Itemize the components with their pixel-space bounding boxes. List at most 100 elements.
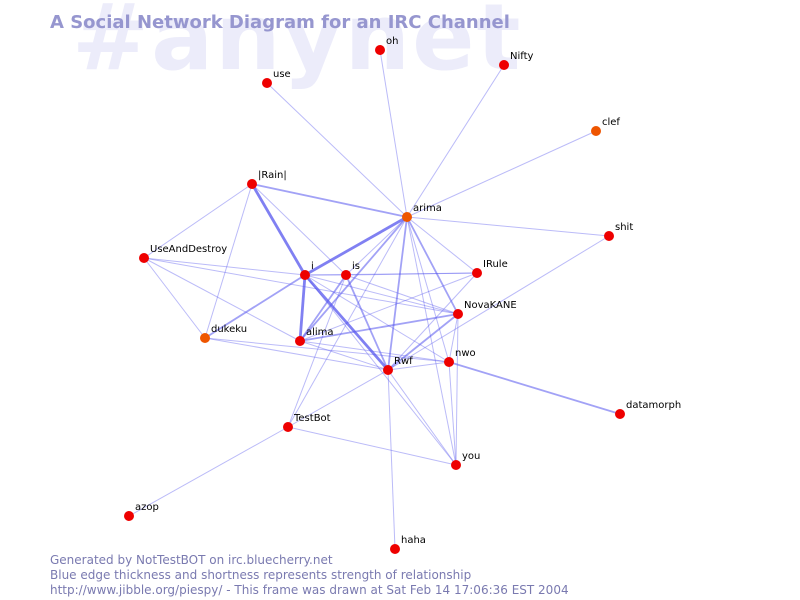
node-NovaKANE: NovaKANE xyxy=(453,300,517,319)
edge-alima-IRule xyxy=(299,272,478,342)
node-dot-alima xyxy=(295,336,305,346)
node-label-dukeku: dukeku xyxy=(211,324,247,335)
edge-arima-IRule xyxy=(406,216,478,274)
edge-TestBot-you xyxy=(287,426,457,466)
node-Rain: |Rain| xyxy=(247,170,287,189)
edge-is-alima xyxy=(299,274,347,342)
node-you: you xyxy=(451,451,480,470)
edge-IRule-Rwf xyxy=(387,272,478,371)
node-Nifty: Nifty xyxy=(499,51,534,70)
node-IRule: IRule xyxy=(472,259,508,278)
node-dot-TestBot xyxy=(283,422,293,432)
footer: Generated by NotTestBOT on irc.bluecherr… xyxy=(50,553,569,598)
node-dot-IRule xyxy=(472,268,482,278)
node-dot-NovaKANE xyxy=(453,309,463,319)
edge-alima-nwo xyxy=(299,340,450,363)
node-dot-Nifty xyxy=(499,60,509,70)
node-arima: arima xyxy=(402,203,442,222)
node-label-Rain: |Rain| xyxy=(258,170,287,181)
edge-dukeku-Rwf xyxy=(204,337,389,371)
channel-watermark: #anynet xyxy=(72,0,523,91)
edge-shit-Rwf xyxy=(387,235,610,371)
node-dot-arima xyxy=(402,212,412,222)
edge-i-NovaKANE xyxy=(304,274,459,315)
edge-arima-Nifty xyxy=(406,64,505,218)
node-label-Nifty: Nifty xyxy=(510,51,534,62)
node-dot-i xyxy=(300,270,310,280)
node-nwo: nwo xyxy=(444,348,476,367)
node-label-you: you xyxy=(462,451,480,462)
node-label-i: i xyxy=(311,261,314,272)
edge-nwo-Rwf xyxy=(387,361,450,371)
edge-arima-Rwf xyxy=(387,216,408,371)
node-shit: shit xyxy=(604,222,633,241)
edge-is-Rwf xyxy=(345,274,389,371)
edge-arima-use xyxy=(266,82,408,218)
edge-i-alima xyxy=(298,274,307,342)
edge-TestBot-azop xyxy=(128,426,289,517)
edge-NovaKANE-Rwf xyxy=(387,313,459,371)
node-label-azop: azop xyxy=(135,502,159,513)
node-clef: clef xyxy=(591,117,620,136)
node-dukeku: dukeku xyxy=(200,324,247,343)
node-is: is xyxy=(341,261,360,280)
node-label-nwo: nwo xyxy=(455,348,476,359)
node-haha: haha xyxy=(390,535,426,554)
edge-i-nwo xyxy=(304,274,450,363)
node-dot-haha xyxy=(390,544,400,554)
node-dot-clef xyxy=(591,126,601,136)
edge-UseAndDestroy-i xyxy=(143,257,306,276)
node-dot-use xyxy=(262,78,272,88)
edge-alima-NovaKANE xyxy=(299,313,459,342)
node-dot-nwo xyxy=(444,357,454,367)
edge-i-you xyxy=(304,274,457,466)
diagram-title: A Social Network Diagram for an IRC Chan… xyxy=(50,12,510,33)
edge-arima-i xyxy=(304,215,408,277)
node-alima: alima xyxy=(295,327,334,346)
edge-i-dukeku xyxy=(204,274,306,339)
node-dot-is xyxy=(341,270,351,280)
node-dot-Rain xyxy=(247,179,257,189)
node-azop: azop xyxy=(124,502,159,521)
edge-UseAndDestroy-dukeku xyxy=(143,257,206,339)
node-label-arima: arima xyxy=(413,203,442,214)
edge-arima-nwo xyxy=(406,216,450,363)
edge-arima-NovaKANE xyxy=(406,216,459,315)
edge-i-Rwf xyxy=(303,274,390,371)
node-i: i xyxy=(300,261,314,280)
footer-generated-by: Generated by NotTestBOT on irc.bluecherr… xyxy=(50,553,333,567)
edges-layer xyxy=(128,49,621,550)
footer-legend-note: Blue edge thickness and shortness repres… xyxy=(50,568,472,582)
edge-Rain-is xyxy=(251,183,347,276)
edge-Rain-i xyxy=(250,183,307,276)
node-label-clef: clef xyxy=(602,117,620,128)
edge-arima-oh xyxy=(379,49,408,218)
node-label-TestBot: TestBot xyxy=(293,413,331,424)
node-TestBot: TestBot xyxy=(283,413,331,432)
node-dot-azop xyxy=(124,511,134,521)
edge-arima-shit xyxy=(406,216,610,237)
edge-is-NovaKANE xyxy=(345,274,459,315)
node-dot-Rwf xyxy=(383,365,393,375)
edge-nwo-datamorph xyxy=(448,361,621,415)
edge-is-IRule xyxy=(345,272,478,276)
node-dot-datamorph xyxy=(615,409,625,419)
node-datamorph: datamorph xyxy=(615,400,681,419)
footer-timestamp: http://www.jibble.org/piespy/ - This fra… xyxy=(50,583,569,597)
node-label-NovaKANE: NovaKANE xyxy=(464,300,517,311)
nodes-layer: ohuseNiftyclef|Rain|arimashitUseAndDestr… xyxy=(124,36,681,554)
edge-dukeku-nwo xyxy=(204,337,450,363)
node-label-UseAndDestroy: UseAndDestroy xyxy=(150,244,227,255)
edge-arima-is xyxy=(345,216,408,276)
edge-Rain-dukeku xyxy=(204,183,253,339)
edge-i-IRule xyxy=(304,272,478,276)
edge-Rwf-haha xyxy=(387,369,396,550)
edge-nwo-you xyxy=(448,361,457,466)
node-label-is: is xyxy=(352,261,360,272)
node-dot-you xyxy=(451,460,461,470)
edge-UseAndDestroy-NovaKANE xyxy=(143,257,459,315)
node-label-Rwf: Rwf xyxy=(394,356,413,367)
node-label-alima: alima xyxy=(306,327,334,338)
